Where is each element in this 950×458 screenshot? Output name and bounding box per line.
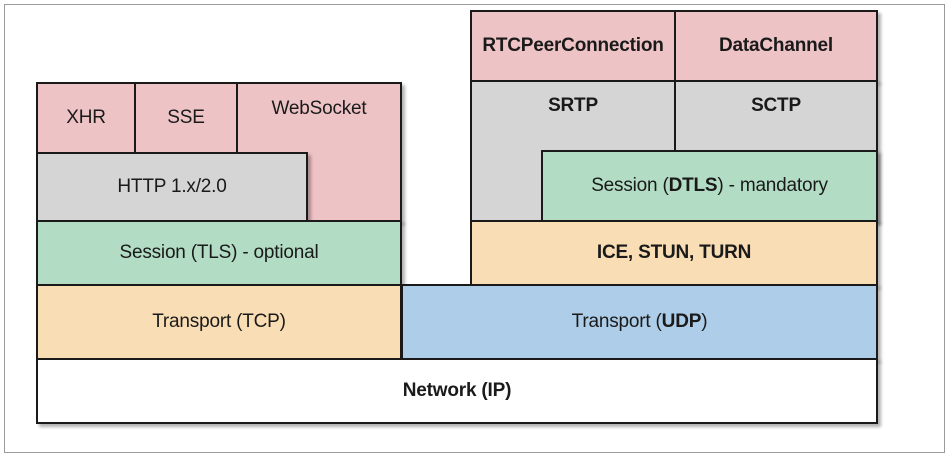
left-session-tls-label: Session (TLS) - optional — [119, 241, 319, 263]
right-session-dtls-label: Session (DTLS) - mandatory — [591, 174, 828, 196]
left-protocol-http[interactable]: HTTP 1.x/2.0 — [36, 152, 308, 222]
right-connectivity-label: ICE, STUN, TURN — [596, 241, 752, 263]
right-protocol-sctp-label: SCTP — [751, 95, 801, 116]
right-api-rtcpeerconnection-label: RTCPeerConnection — [482, 34, 664, 56]
network-ip-layer[interactable]: Network (IP) — [36, 358, 878, 424]
left-api-xhr-label: XHR — [66, 106, 106, 128]
right-api-datachannel[interactable]: DataChannel — [674, 10, 878, 82]
left-api-xhr[interactable]: XHR — [36, 82, 136, 154]
left-transport-tcp-label: Transport (TCP) — [152, 310, 286, 332]
right-transport-udp-label: Transport (UDP) — [571, 310, 708, 332]
right-protocol-srtp-label: SRTP — [548, 95, 598, 116]
left-transport-tcp[interactable]: Transport (TCP) — [36, 284, 402, 360]
page-frame — [4, 4, 945, 453]
left-api-sse[interactable]: SSE — [134, 82, 238, 154]
left-api-sse-label: SSE — [167, 106, 205, 128]
right-api-rtcpeerconnection[interactable]: RTCPeerConnection — [470, 10, 676, 82]
right-session-dtls[interactable]: Session (DTLS) - mandatory — [541, 150, 878, 222]
right-connectivity-ice-stun-turn[interactable]: ICE, STUN, TURN — [470, 220, 878, 286]
right-transport-udp[interactable]: Transport (UDP) — [401, 284, 878, 360]
left-session-tls[interactable]: Session (TLS) - optional — [36, 220, 402, 286]
left-protocol-http-label: HTTP 1.x/2.0 — [117, 175, 227, 197]
right-api-datachannel-label: DataChannel — [719, 34, 833, 56]
left-api-websocket-label: WebSocket — [271, 98, 367, 119]
network-ip-label: Network (IP) — [402, 379, 512, 401]
